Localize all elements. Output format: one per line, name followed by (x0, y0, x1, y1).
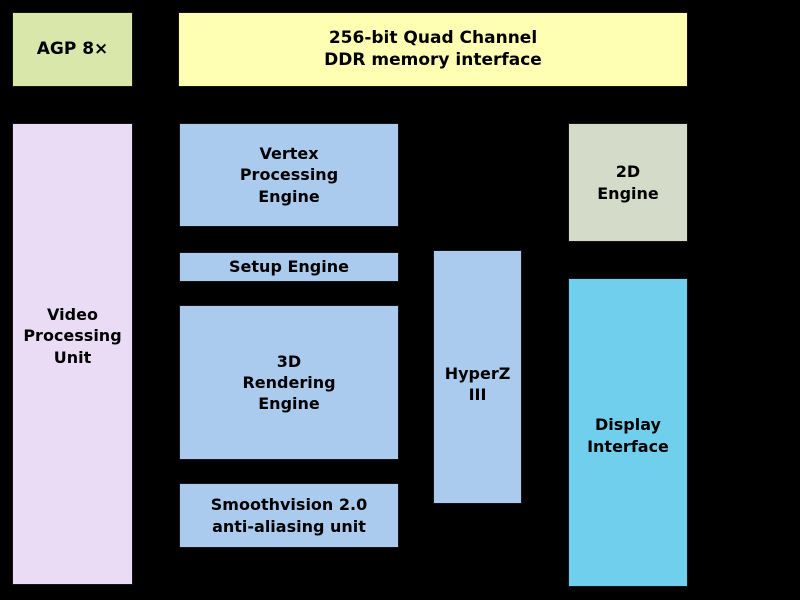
block-3d-rendering-engine-label-line3: Engine (258, 394, 320, 414)
block-setup-engine: Setup Engine (179, 252, 399, 282)
block-display-interface: Display Interface (568, 278, 688, 587)
block-3d-rendering-engine-label-line2: Rendering (242, 372, 336, 392)
block-vertex-processing-engine-label-line2: Processing (239, 165, 339, 185)
block-2d-engine: 2D Engine (568, 123, 688, 242)
block-ddr-memory-interface: 256-bit Quad Channel DDR memory interfac… (178, 12, 688, 87)
block-ddr-memory-interface-label-line1: 256-bit Quad Channel (328, 28, 538, 49)
block-vertex-processing-engine-label-line3: Engine (258, 186, 320, 206)
block-hyperz-iii-label-line1: HyperZ (444, 363, 511, 383)
block-display-interface-label-line1: Display (595, 415, 661, 435)
block-smoothvision-anti-aliasing-unit: Smoothvision 2.0 anti-aliasing unit (179, 483, 399, 548)
block-video-processing-unit-label-line1: Video (47, 305, 98, 325)
block-hyperz-iii-label-line2: III (468, 385, 487, 404)
block-hyperz-iii: HyperZ III (433, 250, 522, 504)
block-video-processing-unit-label-line3: Unit (53, 347, 92, 367)
block-3d-rendering-engine-label-line1: 3D (276, 351, 302, 371)
block-video-processing-unit-label-line2: Processing (23, 326, 122, 346)
block-agp-8x-label: AGP 8× (36, 39, 109, 60)
block-video-processing-unit: Video Processing Unit (12, 123, 133, 585)
block-smoothvision-label-line2: anti-aliasing unit (212, 516, 366, 536)
block-3d-rendering-engine: 3D Rendering Engine (179, 305, 399, 460)
block-agp-8x: AGP 8× (12, 12, 133, 87)
block-vertex-processing-engine-label-line1: Vertex (259, 144, 319, 164)
block-ddr-memory-interface-label-line2: DDR memory interface (324, 49, 542, 70)
block-display-interface-label-line2: Interface (587, 436, 669, 456)
block-2d-engine-label-line1: 2D (615, 162, 641, 182)
block-smoothvision-label-line1: Smoothvision 2.0 (210, 495, 368, 515)
block-2d-engine-label-line2: Engine (597, 183, 659, 203)
block-vertex-processing-engine: Vertex Processing Engine (179, 123, 399, 227)
block-setup-engine-label: Setup Engine (229, 257, 349, 277)
